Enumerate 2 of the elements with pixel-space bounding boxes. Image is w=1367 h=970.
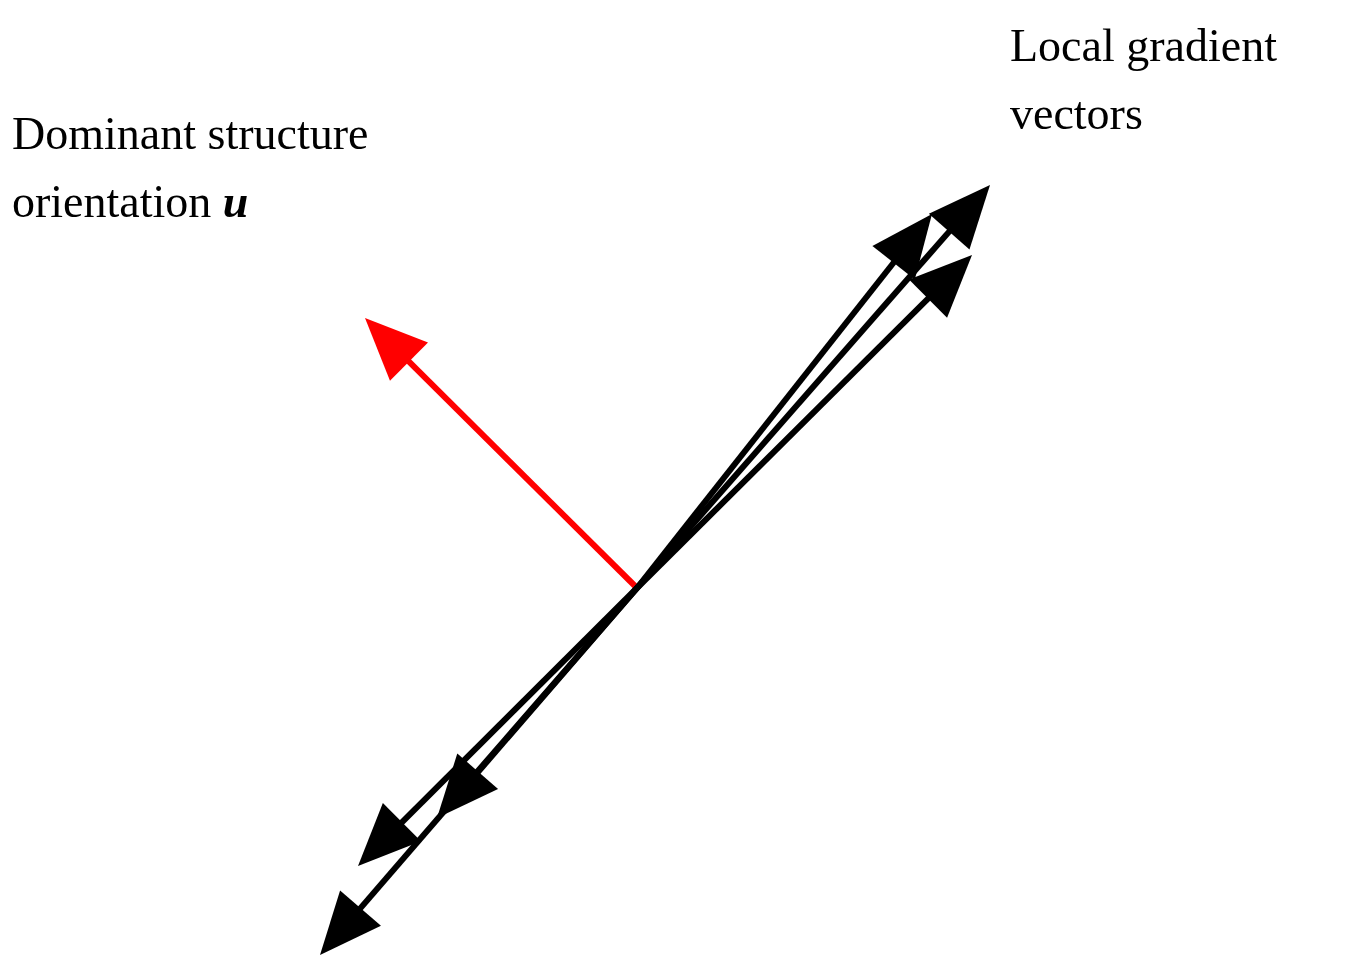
- annotation-text: Dominant structure orientation u: [12, 107, 370, 229]
- annotation-text: Local gradient vectors: [1010, 19, 1278, 141]
